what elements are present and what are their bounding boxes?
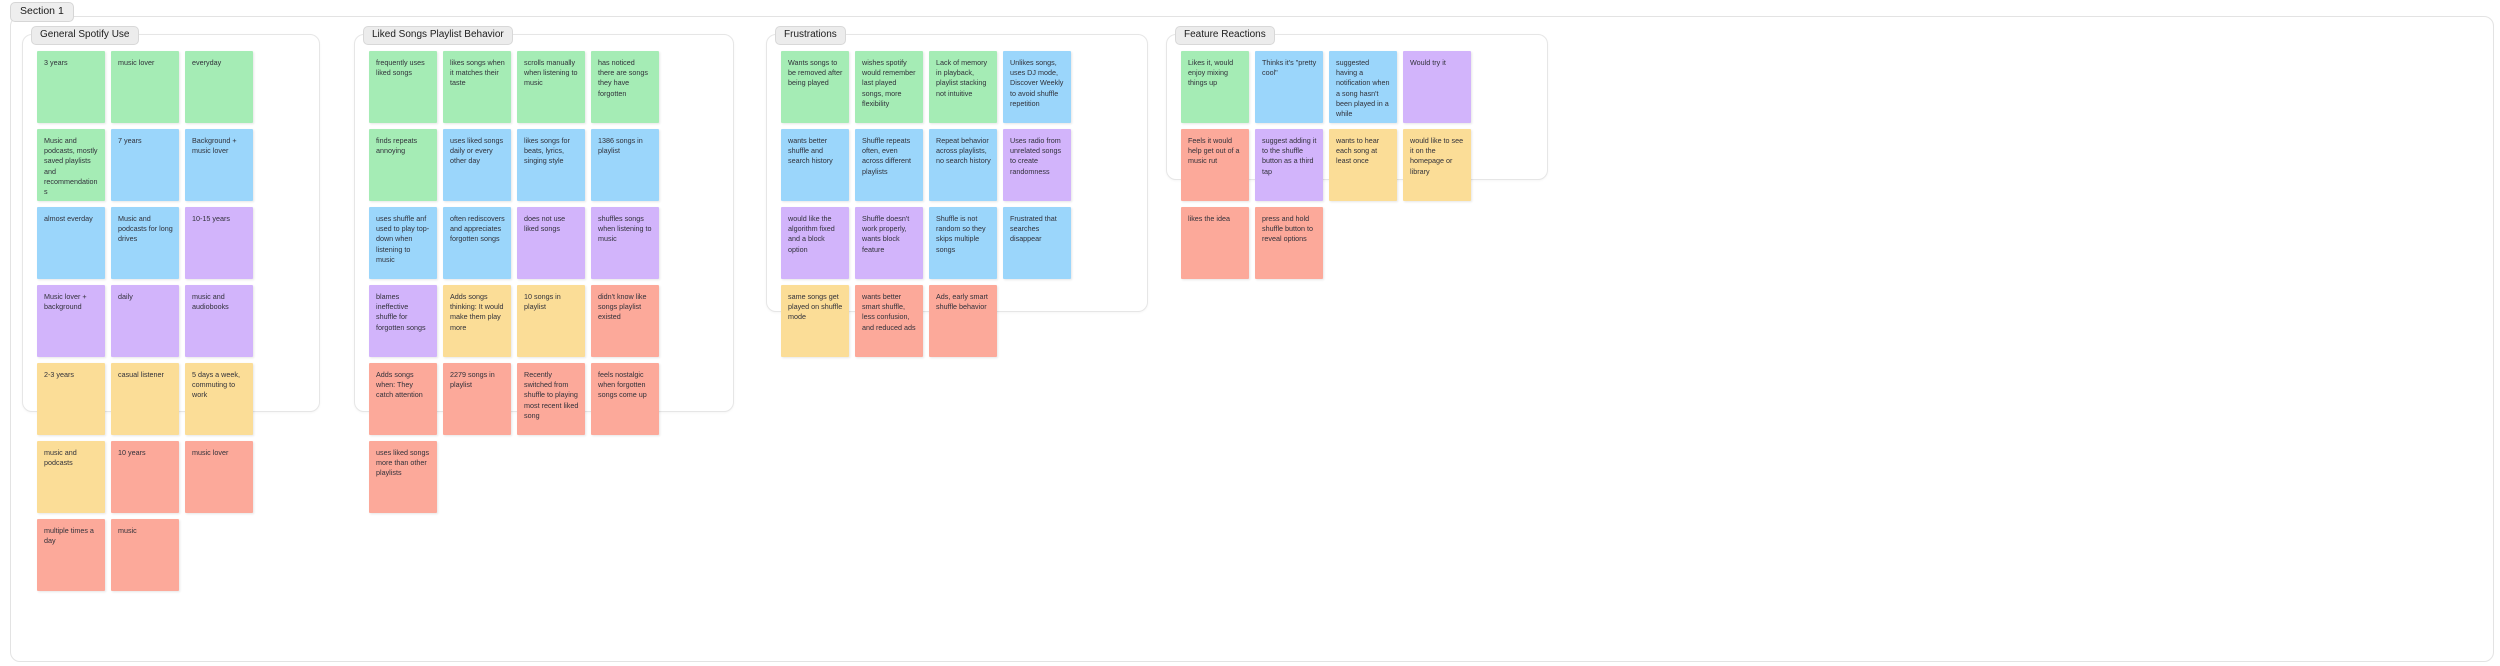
sticky-note[interactable]: Likes it, would enjoy mixing things up [1181, 51, 1249, 123]
sticky-note[interactable]: 5 days a week, commuting to work [185, 363, 253, 435]
sticky-note[interactable]: Unlikes songs, uses DJ mode, Discover We… [1003, 51, 1071, 123]
sticky-note[interactable]: suggest adding it to the shuffle button … [1255, 129, 1323, 201]
section-tab-label[interactable]: Section 1 [10, 2, 74, 22]
sticky-note[interactable]: Wants songs to be removed after being pl… [781, 51, 849, 123]
sticky-note[interactable]: music lover [185, 441, 253, 513]
sticky-note[interactable]: Would try it [1403, 51, 1471, 123]
sticky-note[interactable]: suggested having a notification when a s… [1329, 51, 1397, 123]
sticky-note[interactable]: would like the algorithm fixed and a blo… [781, 207, 849, 279]
sticky-note[interactable]: Adds songs thinking: It would make them … [443, 285, 511, 357]
sticky-note[interactable]: Background + music lover [185, 129, 253, 201]
sticky-note[interactable]: wishes spotify would remember last playe… [855, 51, 923, 123]
sticky-note[interactable]: would like to see it on the homepage or … [1403, 129, 1471, 201]
sticky-note[interactable]: 2-3 years [37, 363, 105, 435]
group-title-frustrations[interactable]: Frustrations [775, 26, 846, 45]
sticky-note[interactable]: likes songs when it matches their taste [443, 51, 511, 123]
sticky-note[interactable]: likes songs for beats, lyrics, singing s… [517, 129, 585, 201]
sticky-note[interactable]: wants to hear each song at least once [1329, 129, 1397, 201]
sticky-note[interactable]: 10 years [111, 441, 179, 513]
group-feature-reactions[interactable]: Feature Reactions Likes it, would enjoy … [1166, 26, 1548, 279]
sticky-note[interactable]: has noticed there are songs they have fo… [591, 51, 659, 123]
sticky-note[interactable]: daily [111, 285, 179, 357]
sticky-note[interactable]: wants better shuffle and search history [781, 129, 849, 201]
sticky-note[interactable]: 3 years [37, 51, 105, 123]
sticky-note[interactable]: likes the idea [1181, 207, 1249, 279]
group-frustrations[interactable]: Frustrations Wants songs to be removed a… [766, 26, 1148, 357]
sticky-note[interactable]: uses liked songs daily or every other da… [443, 129, 511, 201]
sticky-note[interactable]: frequently uses liked songs [369, 51, 437, 123]
sticky-note[interactable]: Shuffle doesn't work properly, wants blo… [855, 207, 923, 279]
sticky-note[interactable]: does not use liked songs [517, 207, 585, 279]
sticky-note[interactable]: 10 songs in playlist [517, 285, 585, 357]
sticky-note[interactable]: Repeat behavior across playlists, no sea… [929, 129, 997, 201]
sticky-note[interactable]: everyday [185, 51, 253, 123]
sticky-note[interactable]: blames ineffective shuffle for forgotten… [369, 285, 437, 357]
sticky-note[interactable]: Shuffle is not random so they skips mult… [929, 207, 997, 279]
sticky-note[interactable]: Thinks it's "pretty cool" [1255, 51, 1323, 123]
sticky-note[interactable]: music and podcasts [37, 441, 105, 513]
sticky-note[interactable]: Recently switched from shuffle to playin… [517, 363, 585, 435]
sticky-note[interactable]: didn't know like songs playlist existed [591, 285, 659, 357]
sticky-note[interactable]: 10-15 years [185, 207, 253, 279]
sticky-note[interactable]: casual listener [111, 363, 179, 435]
sticky-note[interactable]: Feels it would help get out of a music r… [1181, 129, 1249, 201]
sticky-note[interactable]: uses liked songs more than other playlis… [369, 441, 437, 513]
group-title-feature[interactable]: Feature Reactions [1175, 26, 1275, 45]
sticky-note[interactable]: press and hold shuffle button to reveal … [1255, 207, 1323, 279]
sticky-note[interactable]: Shuffle repeats often, even across diffe… [855, 129, 923, 201]
group-liked-songs-playlist-behavior[interactable]: Liked Songs Playlist Behavior frequently… [354, 26, 734, 513]
group-title-liked[interactable]: Liked Songs Playlist Behavior [363, 26, 513, 45]
sticky-note[interactable]: Frustrated that searches disappear [1003, 207, 1071, 279]
sticky-note[interactable]: feels nostalgic when forgotten songs com… [591, 363, 659, 435]
sticky-note[interactable]: Music and podcasts for long drives [111, 207, 179, 279]
sticky-note[interactable]: almost everday [37, 207, 105, 279]
sticky-note[interactable]: finds repeats annoying [369, 129, 437, 201]
sticky-note[interactable]: music lover [111, 51, 179, 123]
sticky-note[interactable]: 1386 songs in playlist [591, 129, 659, 201]
sticky-note[interactable]: 7 years [111, 129, 179, 201]
sticky-note[interactable]: music [111, 519, 179, 591]
sticky-note[interactable]: Adds songs when: They catch attention [369, 363, 437, 435]
sticky-note[interactable]: Ads, early smart shuffle behavior [929, 285, 997, 357]
sticky-note[interactable]: Lack of memory in playback, playlist sta… [929, 51, 997, 123]
sticky-note[interactable]: scrolls manually when listening to music [517, 51, 585, 123]
note-grid-frustrations: Wants songs to be removed after being pl… [781, 51, 1133, 357]
sticky-note[interactable]: often rediscovers and appreciates forgot… [443, 207, 511, 279]
sticky-note[interactable]: multiple times a day [37, 519, 105, 591]
sticky-note[interactable]: wants better smart shuffle, less confusi… [855, 285, 923, 357]
group-title-general[interactable]: General Spotify Use [31, 26, 139, 45]
sticky-note[interactable]: shuffles songs when listening to music [591, 207, 659, 279]
sticky-note[interactable]: same songs get played on shuffle mode [781, 285, 849, 357]
sticky-note[interactable]: Uses radio from unrelated songs to creat… [1003, 129, 1071, 201]
sticky-note[interactable]: 2279 songs in playlist [443, 363, 511, 435]
sticky-note[interactable]: Music lover + background [37, 285, 105, 357]
sticky-note[interactable]: uses shuffle anf used to play top-down w… [369, 207, 437, 279]
sticky-note[interactable]: Music and podcasts, mostly saved playlis… [37, 129, 105, 201]
sticky-note[interactable]: music and audiobooks [185, 285, 253, 357]
